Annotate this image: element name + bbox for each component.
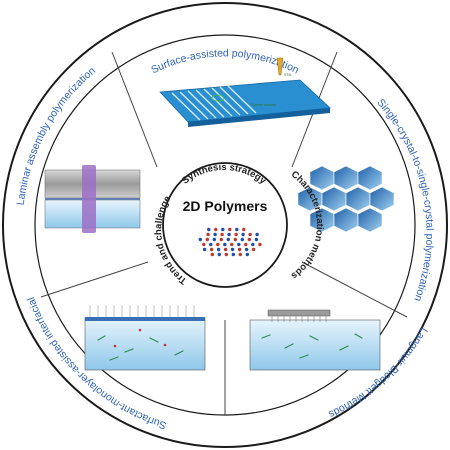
laminar-illustration [44,165,141,233]
lattice-node [254,237,259,242]
lattice-node [235,227,239,232]
lattice-node [213,232,217,237]
lattice-node [237,247,242,252]
lattice-node [216,247,221,252]
lattice-node [220,232,224,237]
lattice-node [251,247,256,252]
lattice-node [212,237,216,242]
lattice-node [209,242,213,247]
lattice-node [241,232,245,237]
lattice-node [226,237,230,242]
polymer-network-label: Polymer network [250,103,276,107]
lattice-node [258,242,262,247]
lattice-node [234,232,238,237]
surface-illustration: STM Polymer network [159,57,331,127]
lattice-node [209,247,214,252]
lattice-node [217,252,221,257]
lattice-node [244,242,248,247]
center-circle [162,162,288,288]
lattice-node [231,252,235,257]
lattice-node [210,252,214,257]
lattice-node [240,237,244,242]
polymer-lattice [198,227,262,257]
lattice-node [230,242,234,247]
lattice-node [227,232,231,237]
lattice-node [245,252,249,257]
lattice-node [242,227,246,232]
lattice-node [237,242,241,247]
lattice-node [247,237,251,242]
lattice-node [207,227,211,232]
single-crystal-illustration [297,165,395,233]
lattice-node [255,232,259,237]
stm-tip-icon [276,57,284,76]
lattice-node [202,247,207,252]
lattice-node [248,232,252,237]
lattice-node [205,237,209,242]
lattice-node [216,242,220,247]
lattice-node [233,237,237,242]
lattice-node [224,252,228,257]
langmuir-illustration [249,309,381,371]
lattice-node [244,247,249,252]
segment-dividers [40,51,408,415]
lattice-node [223,242,227,247]
lattice-node [206,232,210,237]
lattice-node [251,242,255,247]
lattice-node [230,247,235,252]
lattice-node [198,237,202,242]
lattice-node [202,242,206,247]
lattice-node [219,237,223,242]
lattice-node [238,252,242,257]
lattice-node [221,227,225,232]
center-title: 2D Polymers [183,198,268,214]
stm-label: STM [284,73,291,77]
lattice-node [223,247,228,252]
lattice-node [214,227,218,232]
lattice-node [228,227,232,232]
surfactant-illustration [84,305,206,371]
